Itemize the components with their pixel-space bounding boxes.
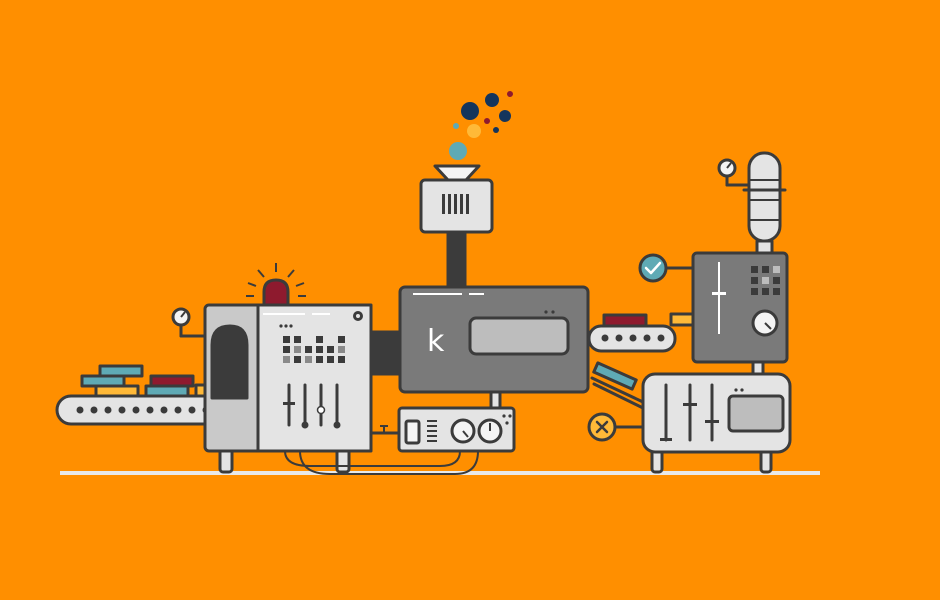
- left-machine: [203, 303, 373, 474]
- check-icon: [638, 253, 695, 283]
- center-control-panel: [369, 406, 516, 453]
- alarm-light-icon: [246, 263, 306, 307]
- upper-right-machine: [691, 251, 789, 376]
- right-conveyor: [587, 312, 695, 353]
- close-icon: [587, 412, 645, 442]
- floor-cables: [284, 450, 479, 475]
- funnel-icon: [433, 164, 481, 182]
- connector-left: [369, 330, 403, 376]
- lower-right-machine: [641, 372, 792, 474]
- center-display-window: [468, 316, 570, 356]
- machine-logo: k: [427, 324, 445, 359]
- button-matrix: [283, 336, 345, 363]
- chute: [590, 361, 645, 410]
- center-machine: k: [398, 285, 590, 410]
- particle-cloud: [449, 91, 513, 160]
- pressure-gauge-icon: [171, 307, 207, 338]
- pressure-gauge-icon: [717, 158, 751, 187]
- hopper-box: [419, 178, 494, 289]
- slider-controls: [283, 383, 341, 429]
- tank: [742, 151, 787, 255]
